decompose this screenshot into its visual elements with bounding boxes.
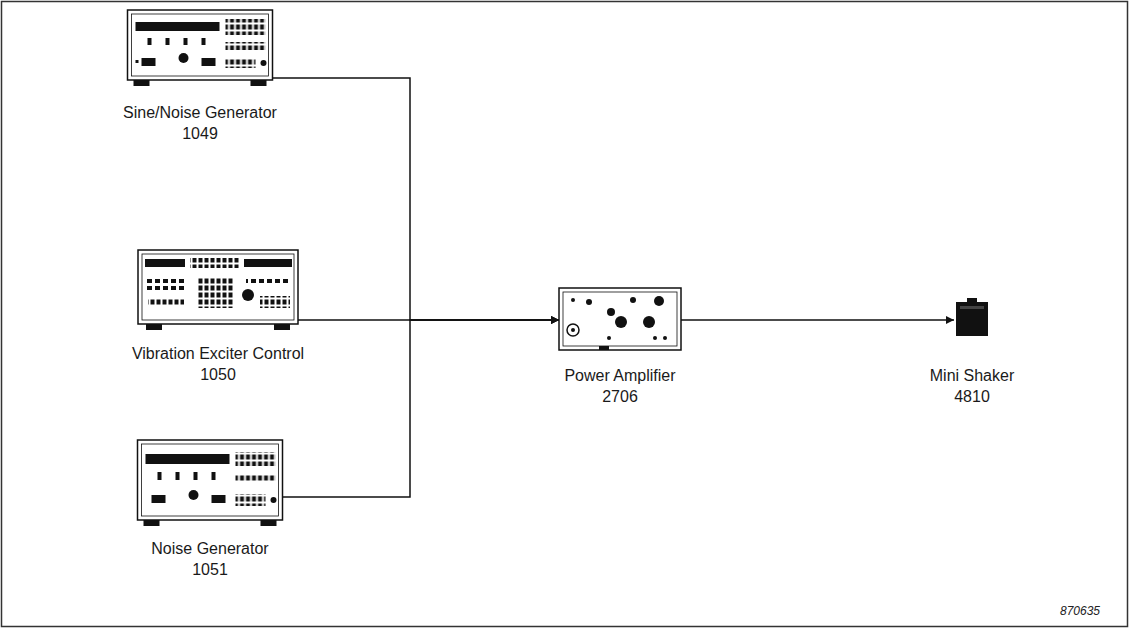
instrument-picture [138,250,298,330]
instrument-label: Noise Generator 1051 [140,538,280,580]
figure-number: 870635 [1060,604,1100,618]
shaker-picture [956,298,988,336]
instrument-label: Power Amplifier 2706 [553,365,688,407]
instrument-node: Mini Shaker 4810 [922,298,1022,407]
instrument-label: Sine/Noise Generator 1049 [115,102,285,144]
instrument-label: Mini Shaker 4810 [922,365,1022,407]
signal-line [283,320,560,497]
instrument-node: Power Amplifier 2706 [553,288,688,407]
amplifier-picture [559,288,681,350]
instrument-node: Vibration Exciter Control 1050 [121,250,316,385]
instrument-label: Vibration Exciter Control 1050 [121,343,316,385]
instrument-picture [138,440,283,526]
signal-line [681,319,954,321]
instrument-node: Sine/Noise Generator 1049 [115,10,285,144]
instrument-node: Noise Generator 1051 [138,440,283,580]
instrument-picture [128,10,273,86]
signal-line [273,78,560,320]
